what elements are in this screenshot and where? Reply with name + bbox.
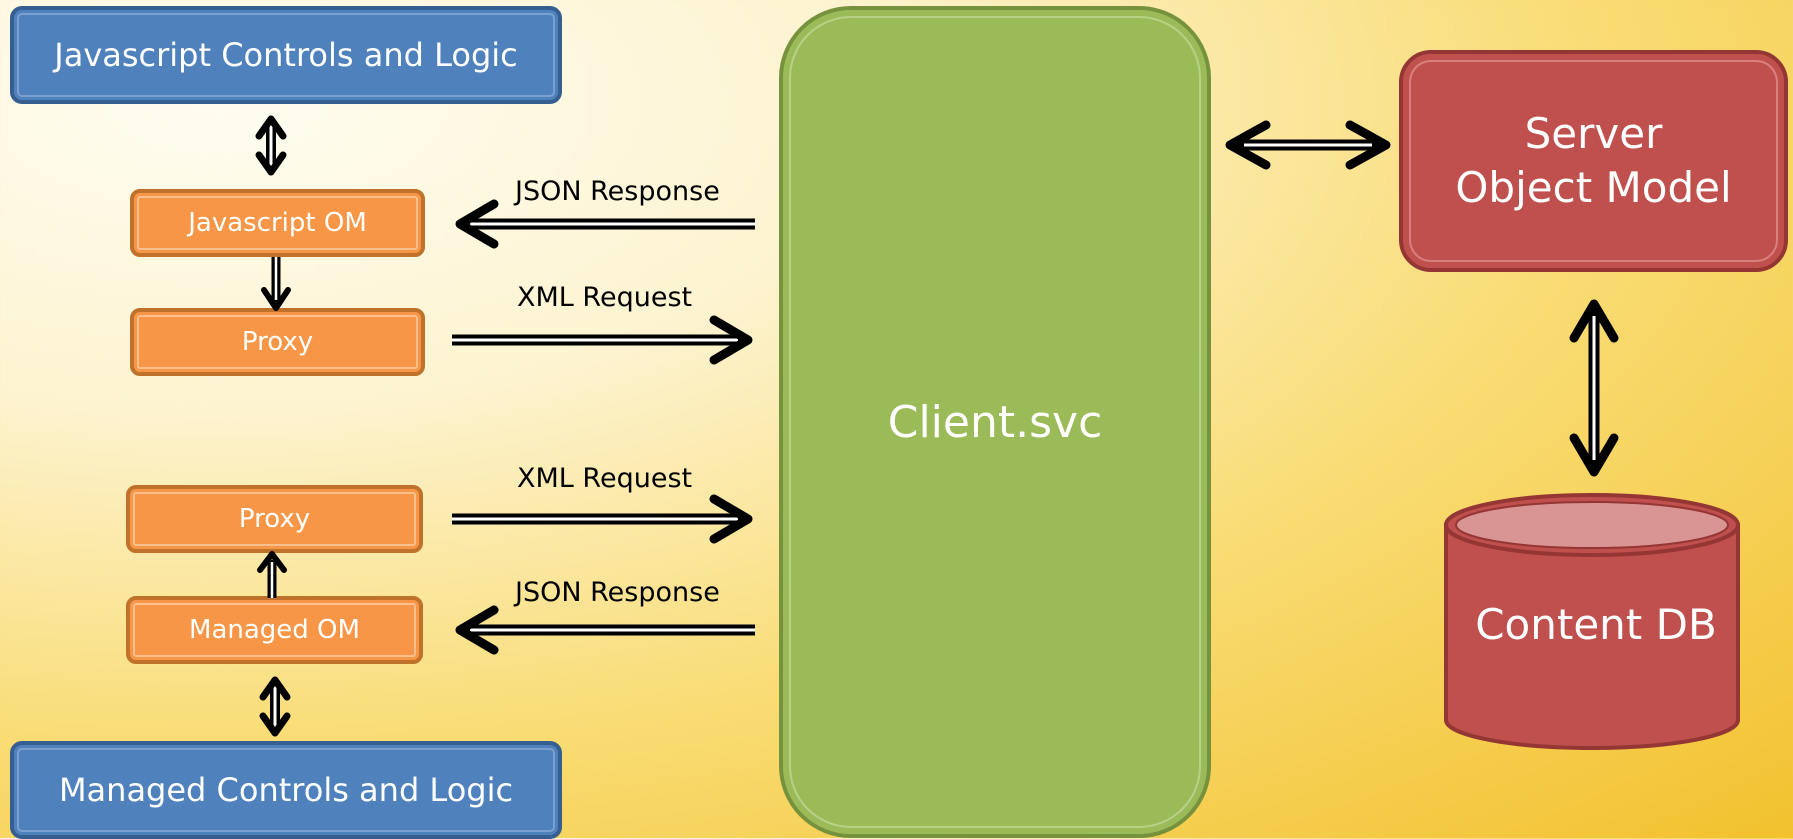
javascript-controls-label: Javascript Controls and Logic <box>54 36 518 74</box>
javascript-xml-request-label: XML Request <box>517 282 693 313</box>
managed-json-response-label: JSON Response <box>515 577 720 608</box>
javascript-om-label: Javascript OM <box>188 208 367 238</box>
managed-controls-label: Managed Controls and Logic <box>58 771 514 809</box>
client-svc-label: Client.svc <box>887 396 1103 448</box>
javascript-om-to-proxy-arrow <box>261 257 291 311</box>
managed-controls-box: Managed Controls and Logic <box>10 741 562 839</box>
javascript-json-response-arrow <box>455 199 755 249</box>
javascript-xml-request-arrow <box>452 315 753 365</box>
server-db-arrow <box>1569 299 1619 477</box>
javascript-proxy-label: Proxy <box>241 327 314 357</box>
content-db-label: Content DB <box>1475 600 1717 649</box>
javascript-proxy-box: Proxy <box>130 308 425 376</box>
server-object-model-box: Server Object Model <box>1399 50 1788 272</box>
managed-proxy-label: Proxy <box>238 504 311 534</box>
server-object-model-label: Server Object Model <box>1455 109 1732 212</box>
content-db-cylinder <box>1444 493 1740 750</box>
client-server-arrow <box>1225 120 1391 170</box>
client-svc-box: Client.svc <box>779 6 1211 838</box>
javascript-controls-box: Javascript Controls and Logic <box>10 6 562 104</box>
javascript-om-box: Javascript OM <box>130 189 425 257</box>
managed-proxy-box: Proxy <box>126 485 423 553</box>
managed-om-controls-arrow <box>259 676 291 737</box>
managed-xml-request-arrow <box>452 494 753 544</box>
managed-om-to-proxy-arrow <box>257 551 287 598</box>
managed-xml-request-label: XML Request <box>517 463 693 494</box>
managed-om-label: Managed OM <box>189 615 360 645</box>
javascript-controls-om-arrow <box>255 115 287 176</box>
javascript-json-response-label: JSON Response <box>515 176 720 207</box>
managed-json-response-arrow <box>455 605 755 655</box>
